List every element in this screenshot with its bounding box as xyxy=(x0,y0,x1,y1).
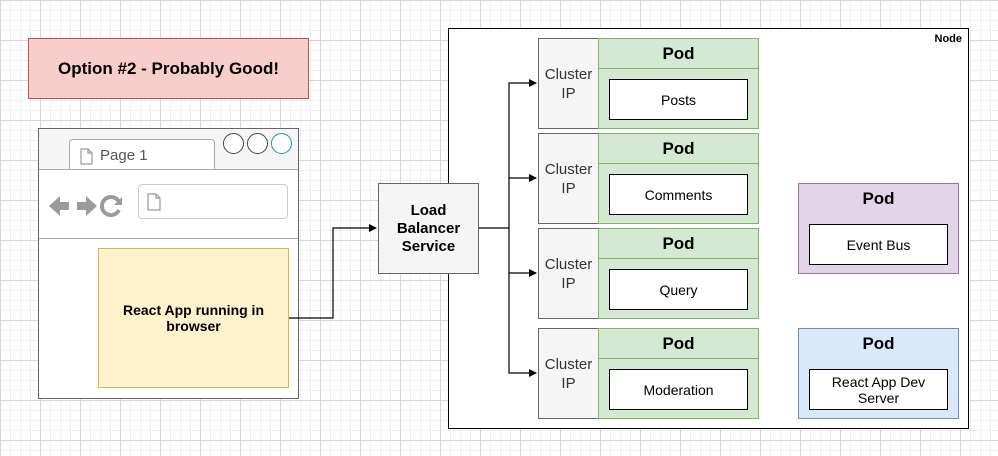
pod-posts: Pod Posts xyxy=(598,38,759,129)
pod-title: Pod xyxy=(862,189,895,208)
pod-title: Pod xyxy=(599,329,758,359)
cluster-ip-label: Cluster IP xyxy=(544,255,593,292)
option-title-box: Option #2 - Probably Good! xyxy=(28,38,309,99)
pod-content-event-bus: Event Bus xyxy=(809,224,948,265)
url-bar xyxy=(138,184,288,219)
browser-tab: Page 1 xyxy=(69,139,215,170)
reload-icon xyxy=(99,195,121,217)
pod-content-dev-server: React App Dev Server xyxy=(809,369,948,410)
pod-content-comments: Comments xyxy=(609,174,748,215)
pod-dev-server: Pod React App Dev Server xyxy=(798,328,959,419)
pod-title: Pod xyxy=(599,229,758,259)
react-app-label: React App running in browser xyxy=(122,302,265,334)
node-label: Node xyxy=(934,33,963,45)
url-page-icon xyxy=(147,193,161,211)
window-button-icon xyxy=(223,133,244,154)
lb-to-cluster-query-arrow xyxy=(508,228,537,277)
pod-event-bus: Pod Event Bus xyxy=(798,183,959,274)
react-app-box: React App running in browser xyxy=(98,248,289,388)
pod-moderation: Pod Moderation xyxy=(598,328,759,419)
browser-nav-icons xyxy=(49,195,122,217)
cluster-ip-query: Cluster IP xyxy=(538,228,599,319)
pod-title: Pod xyxy=(599,134,758,164)
pod-content-posts: Posts xyxy=(609,79,748,120)
lb-to-cluster-posts-arrow xyxy=(508,79,537,228)
pod-content-query: Query xyxy=(609,269,748,310)
browser-tab-label: Page 1 xyxy=(100,147,148,164)
window-button-icon xyxy=(247,133,268,154)
cluster-ip-posts: Cluster IP xyxy=(538,38,599,129)
cluster-ip-label: Cluster IP xyxy=(544,160,593,197)
pod-comments: Pod Comments xyxy=(598,133,759,224)
cluster-ip-label: Cluster IP xyxy=(544,65,593,102)
pod-content-moderation: Moderation xyxy=(609,369,748,410)
pod-title: Pod xyxy=(862,334,895,353)
lb-to-cluster-moderation-arrow xyxy=(508,273,537,377)
back-arrow-icon xyxy=(49,196,69,216)
pod-query: Pod Query xyxy=(598,228,759,319)
react-to-lb-arrow xyxy=(289,224,377,319)
forward-arrow-icon xyxy=(77,196,97,216)
browser-toolbar xyxy=(39,169,298,239)
page-icon xyxy=(80,148,93,165)
pod-title: Pod xyxy=(599,39,758,69)
option-title: Option #2 - Probably Good! xyxy=(58,58,279,78)
browser-tab-strip: Page 1 xyxy=(39,129,298,170)
cluster-ip-label: Cluster IP xyxy=(544,355,593,392)
window-button-icon xyxy=(271,133,292,154)
load-balancer-label: Load Balancer Service xyxy=(396,201,461,255)
load-balancer-service: Load Balancer Service xyxy=(378,183,479,274)
